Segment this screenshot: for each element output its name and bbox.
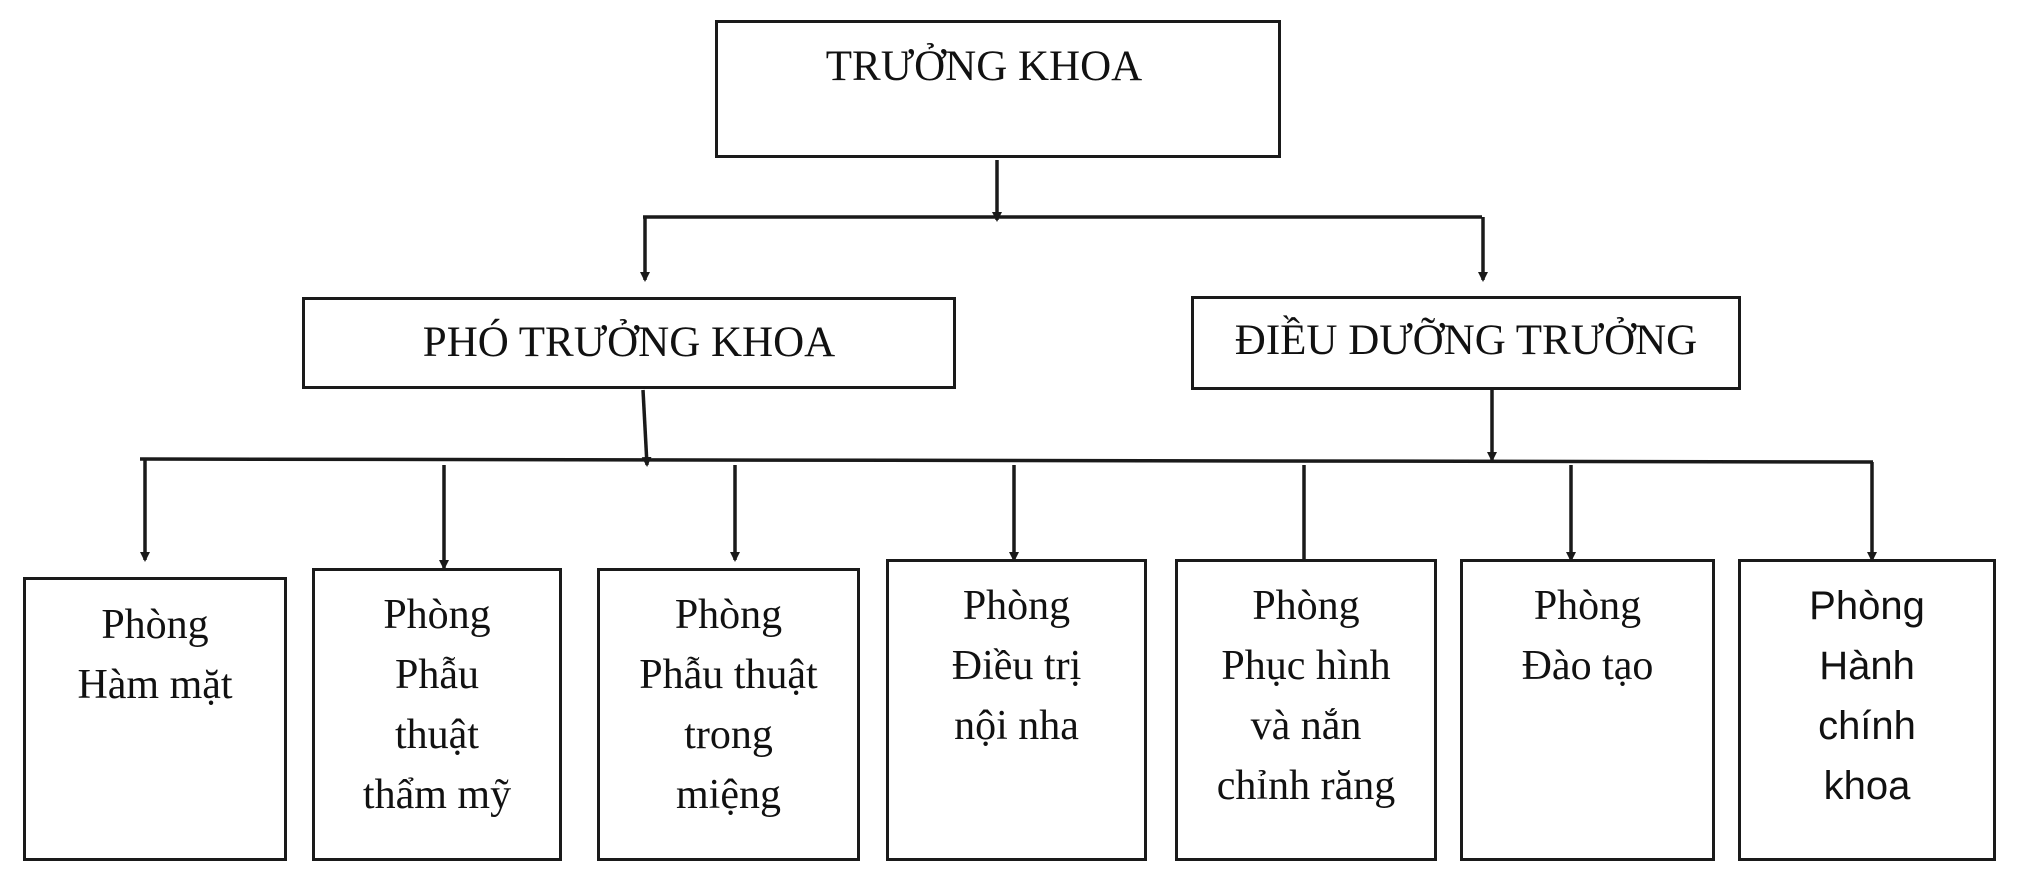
head-title: TRƯỞNG KHOA (825, 43, 1143, 90)
dept-box-6: Phòng Đào tạo (1460, 559, 1715, 861)
deputy-title-1: PHÓ TRƯỞNG KHOA (422, 319, 836, 366)
deputy-title-2: ĐIỀU DƯỠNG TRƯỞNG (1234, 317, 1698, 364)
dept-box-5: Phòng Phục hình và nắn chỉnh răng (1175, 559, 1437, 861)
dept-label-2: Phòng Phẫu thuật thẩm mỹ (362, 592, 512, 818)
head-box: TRƯỞNG KHOA (715, 20, 1281, 158)
dept-box-3: Phòng Phẫu thuật trong miệng (597, 568, 860, 861)
lower-bus-line (139, 457, 1874, 464)
deputy-box-2: ĐIỀU DƯỠNG TRƯỞNG (1191, 296, 1741, 390)
dept-box-2: Phòng Phẫu thuật thẩm mỹ (312, 568, 562, 861)
dept-box-7: Phòng Hành chính khoa (1738, 559, 1996, 861)
deputy-box-1: PHÓ TRƯỞNG KHOA (302, 297, 956, 389)
dept-label-4: Phòng Điều trị nội nha (951, 583, 1082, 749)
dept-label-6: Phòng Đào tạo (1521, 583, 1654, 689)
dept-label-7: Phòng Hành chính khoa (1809, 584, 1925, 808)
dept-box-1: Phòng Hàm mặt (23, 577, 287, 861)
dept-label-5: Phòng Phục hình và nắn chỉnh răng (1216, 583, 1396, 809)
dept-label-3: Phòng Phẫu thuật trong miệng (639, 592, 818, 818)
dept-box-4: Phòng Điều trị nội nha (886, 559, 1147, 861)
arrow-deputy-1-down (641, 389, 652, 467)
dept-label-1: Phòng Hàm mặt (77, 602, 233, 708)
